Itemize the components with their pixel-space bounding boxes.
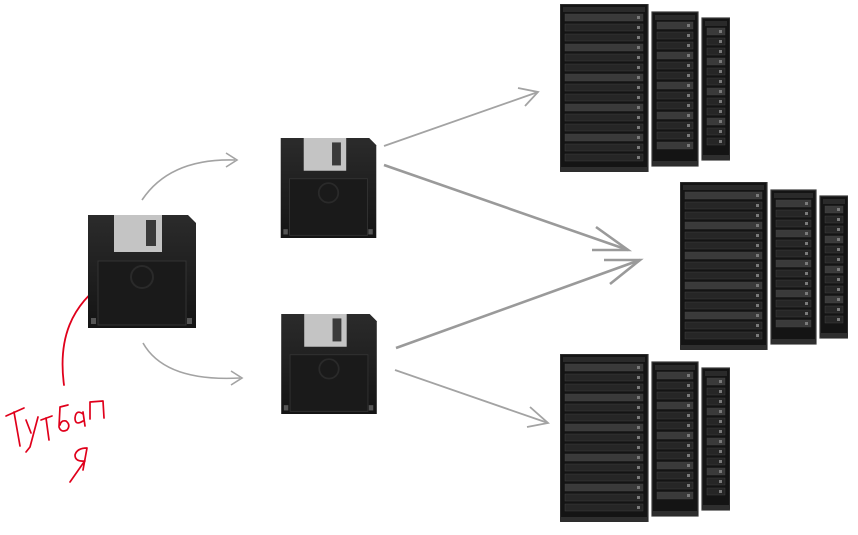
server-group-middle: [680, 182, 848, 350]
server-cabinet: [560, 4, 649, 172]
server-cabinet: [651, 11, 699, 167]
server-cabinet: [560, 354, 649, 522]
floppy-disk-top: [280, 138, 377, 238]
server-cabinet: [819, 195, 848, 339]
arrow-source-to-floppy-top: [141, 159, 236, 201]
arrowhead-icon: [225, 152, 239, 168]
floppy-disk-icon: [281, 314, 377, 414]
server-cabinet: [701, 17, 730, 161]
server-rack-icon: [560, 4, 730, 172]
arrowhead-icon: [230, 370, 244, 386]
arrowhead-icon: [604, 258, 644, 286]
arrow-floppy-top-to-servers-top: [383, 91, 539, 147]
arrow-floppy-top-to-servers-middle: [383, 163, 629, 252]
arrowhead-icon: [526, 406, 550, 428]
floppy-disk-icon: [88, 215, 196, 328]
server-rack-icon: [680, 182, 848, 350]
server-cabinet: [770, 189, 817, 345]
floppy-disk-icon: [280, 138, 377, 238]
server-cabinet: [680, 182, 768, 350]
arrow-floppy-bottom-to-servers-middle: [395, 258, 641, 350]
arrowhead-icon: [517, 87, 540, 107]
arrow-source-to-floppy-bottom: [142, 342, 241, 380]
arrow-floppy-bottom-to-servers-bottom: [394, 369, 549, 424]
server-rack-icon: [560, 354, 730, 522]
server-cabinet: [651, 361, 699, 517]
floppy-disk-source: [88, 215, 196, 328]
floppy-disk-bottom: [278, 314, 380, 414]
server-cabinet: [701, 367, 730, 511]
server-group-bottom: [560, 354, 730, 522]
annotation-handwriting: [5, 400, 105, 483]
arrowhead-icon: [592, 225, 633, 252]
server-group-top: [560, 4, 730, 172]
